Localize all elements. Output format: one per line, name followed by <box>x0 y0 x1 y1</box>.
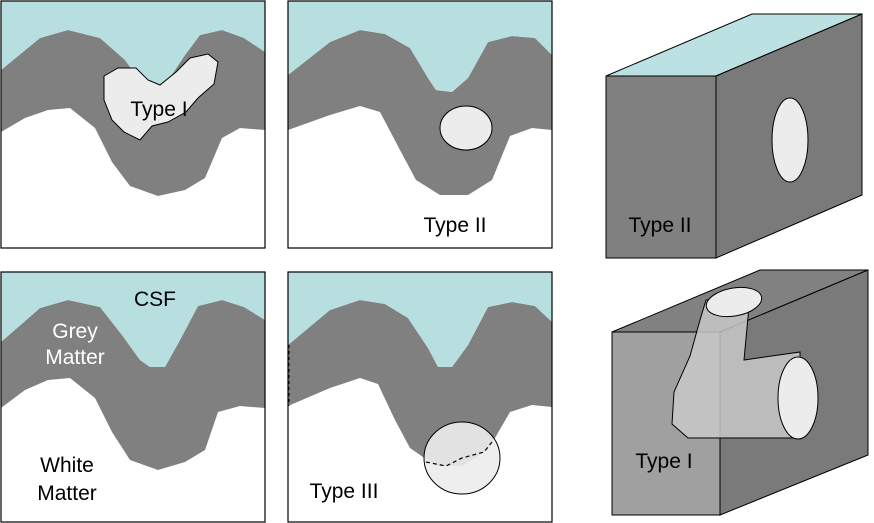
grey-matter-label-line1: Grey <box>52 320 98 343</box>
panel-type-i-3d: Type I <box>611 269 869 516</box>
panel-type-iii-2d: Type III <box>288 272 552 522</box>
grey-matter-region <box>1 300 265 470</box>
white-matter-label-line1: White <box>40 454 94 477</box>
panel-type-ii-2d-border <box>287 0 553 249</box>
panel-type-iii-2d-border <box>287 271 553 523</box>
type-ii-lesion <box>439 105 493 151</box>
csf-region <box>288 1 552 92</box>
csf-region <box>288 272 552 367</box>
type-iii-2d-label: Type III <box>310 480 379 503</box>
grey-matter-region <box>288 300 552 466</box>
cube-front-face <box>605 75 717 259</box>
type-i-3d-lesion-top-cap <box>705 286 763 318</box>
grey-matter-label-line2: Matter <box>45 346 105 369</box>
type-i-3d-label: Type I <box>635 450 692 473</box>
type-i-lesion <box>103 53 219 141</box>
white-matter-label-line2: Matter <box>37 482 97 505</box>
type-i-3d-lesion-body <box>671 295 801 439</box>
type-ii-3d-label: Type II <box>628 214 691 237</box>
panel-type-i-2d: Type I <box>1 1 265 248</box>
type-iii-boundary-dashed <box>425 441 493 467</box>
type-ii-2d-label: Type II <box>423 214 486 237</box>
panel-type-ii-2d: Type II <box>288 1 552 248</box>
panel-type-ii-3d: Type II <box>605 13 863 259</box>
type-i-3d-lesion-side-cap <box>777 356 819 440</box>
type-i-2d-label: Type I <box>130 98 187 121</box>
csf-region <box>1 1 265 92</box>
csf-region <box>1 272 265 367</box>
csf-label: CSF <box>134 288 176 311</box>
type-ii-3d-lesion <box>771 97 809 183</box>
panel-tissue-legend-border <box>0 271 266 523</box>
grey-matter-region <box>288 30 552 195</box>
panel-tissue-legend: CSF Grey Matter White Matter <box>1 272 265 522</box>
panel-type-i-2d-border <box>0 0 266 249</box>
